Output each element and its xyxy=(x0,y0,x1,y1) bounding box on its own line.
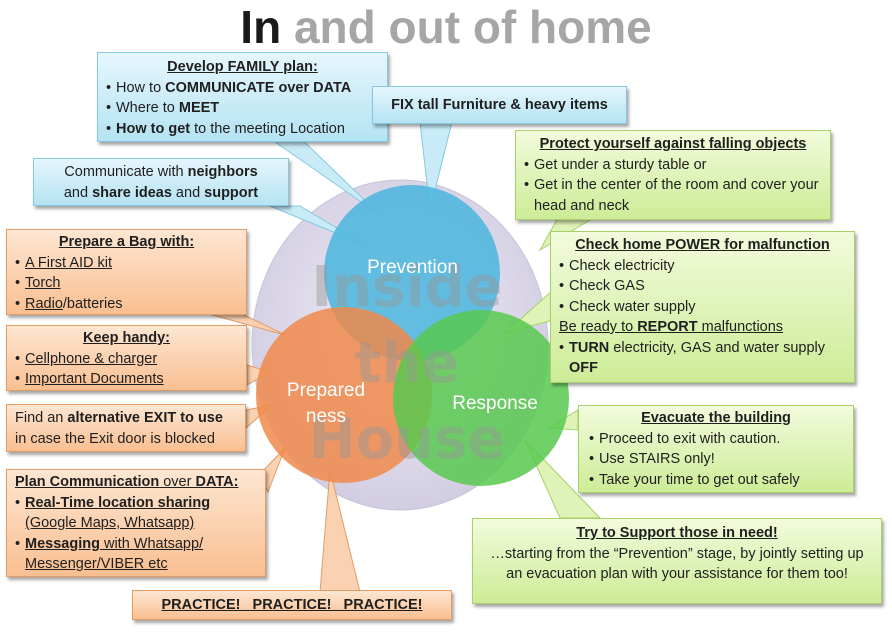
keep-handy-box: Keep handy: Cellphone & charger Importan… xyxy=(6,325,247,391)
watermark-line: Inside xyxy=(311,255,503,320)
list-item: Proceed to exit with caution. xyxy=(589,429,843,450)
list-item: Real-Time location sharing(Google Maps, … xyxy=(15,493,257,534)
falling-objects-heading: Protect yourself against falling objects xyxy=(539,136,807,152)
response-circle xyxy=(393,310,569,486)
plan-communication-box: Plan Communication over DATA: Real-Time … xyxy=(6,469,266,577)
list-item: Get under a sturdy table or xyxy=(524,155,822,176)
watermark-line: the xyxy=(354,331,460,396)
support-heading: Try to Support those in need! xyxy=(576,525,778,541)
center-watermark: Inside the House xyxy=(292,250,522,478)
list-item: Cellphone & charger xyxy=(15,349,238,370)
power-check-box: Check home POWER for malfunction Check e… xyxy=(550,231,855,383)
evacuate-box: Evacuate the building Proceed to exit wi… xyxy=(578,405,854,493)
list-item: Check water supply xyxy=(559,297,846,318)
list-item: Get in the center of the room and cover … xyxy=(524,175,822,216)
list-item: Use STAIRS only! xyxy=(589,449,843,470)
prepare-bag-box: Prepare a Bag with: A First AID kit Torc… xyxy=(6,229,247,315)
alternative-exit-box: Find an alternative EXIT to use in case … xyxy=(6,404,246,452)
list-item: Check electricity xyxy=(559,256,846,277)
prevention-label: Prevention xyxy=(367,257,458,278)
practice-box: PRACTICE! PRACTICE! PRACTICE! xyxy=(132,590,452,620)
support-text: …starting from the “Prevention” stage, b… xyxy=(490,545,864,583)
watermark-line: House xyxy=(308,407,506,472)
title-first-word: In xyxy=(240,1,282,53)
preparedness-label: Prepared ness xyxy=(266,378,386,430)
power-check-heading: Check home POWER for malfunction xyxy=(575,237,830,253)
list-item: Important Documents xyxy=(15,369,238,390)
preparedness-label-line: ness xyxy=(305,406,347,427)
response-label: Response xyxy=(452,393,538,414)
family-plan-heading: Develop FAMILY plan: xyxy=(167,59,318,75)
list-item: Messaging with Whatsapp/ Messenger/VIBER… xyxy=(15,534,257,575)
list-item: Take your time to get out safely xyxy=(589,470,843,491)
falling-objects-box: Protect yourself against falling objects… xyxy=(515,130,831,220)
neighbors-box: Communicate with neighbors and share ide… xyxy=(33,158,289,206)
list-item: Where to MEET xyxy=(106,98,379,119)
list-item: How to get to the meeting Location xyxy=(106,119,379,140)
prepare-bag-heading: Prepare a Bag with: xyxy=(58,234,195,250)
family-plan-box: Develop FAMILY plan: How to COMMUNICATE … xyxy=(97,52,388,142)
preparedness-label-line: Prepared xyxy=(286,380,366,401)
list-item: Torch xyxy=(15,273,238,294)
list-item: Radio/batteries xyxy=(15,294,238,315)
evacuate-heading: Evacuate the building xyxy=(641,410,791,426)
support-box: Try to Support those in need! …starting … xyxy=(472,518,882,604)
list-item: Check GAS xyxy=(559,276,846,297)
prepared-circle xyxy=(256,307,432,483)
list-item: How to COMMUNICATE over DATA xyxy=(106,78,379,99)
list-item: TURN electricity, GAS and water supply O… xyxy=(559,338,846,379)
page-title: In and out of home xyxy=(0,2,892,52)
title-rest: and out of home xyxy=(281,1,652,53)
report-line: Be ready to REPORT malfunctions xyxy=(559,319,784,335)
list-item: A First AID kit xyxy=(15,253,238,274)
keep-handy-heading: Keep handy: xyxy=(82,330,170,346)
plan-communication-heading: Plan Communication over DATA: xyxy=(15,474,239,490)
fix-furniture-box: FIX tall Furniture & heavy items xyxy=(372,86,627,124)
